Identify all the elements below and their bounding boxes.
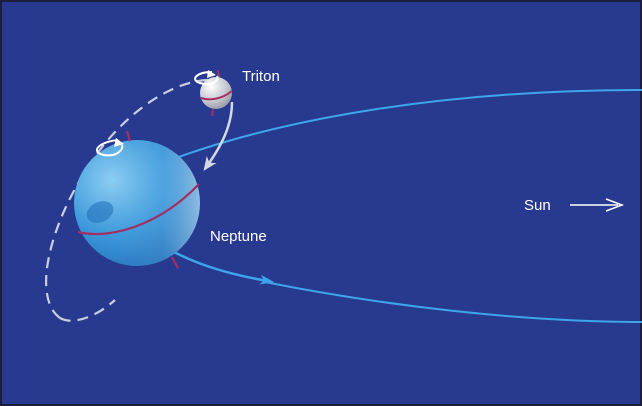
triton-rotation-icon <box>194 70 219 86</box>
great-dark-spot <box>86 201 114 223</box>
triton-equator <box>200 90 233 101</box>
neptune-label: Neptune <box>210 228 267 245</box>
triton-orbit-front <box>59 299 116 322</box>
sun-direction-arrow <box>570 198 625 212</box>
neptune-axis-south <box>171 256 179 269</box>
neptune-planet <box>74 130 200 269</box>
orbit-upper-arc <box>149 89 642 169</box>
neptune-axis-north <box>125 130 132 142</box>
orbit-lower-arc <box>264 281 642 323</box>
neptune-rotation-icon <box>96 138 124 157</box>
sun-label: Sun <box>524 197 551 214</box>
triton-label: Triton <box>242 68 280 85</box>
triton-motion-arrow <box>203 101 234 171</box>
neptune-equator <box>77 183 200 236</box>
